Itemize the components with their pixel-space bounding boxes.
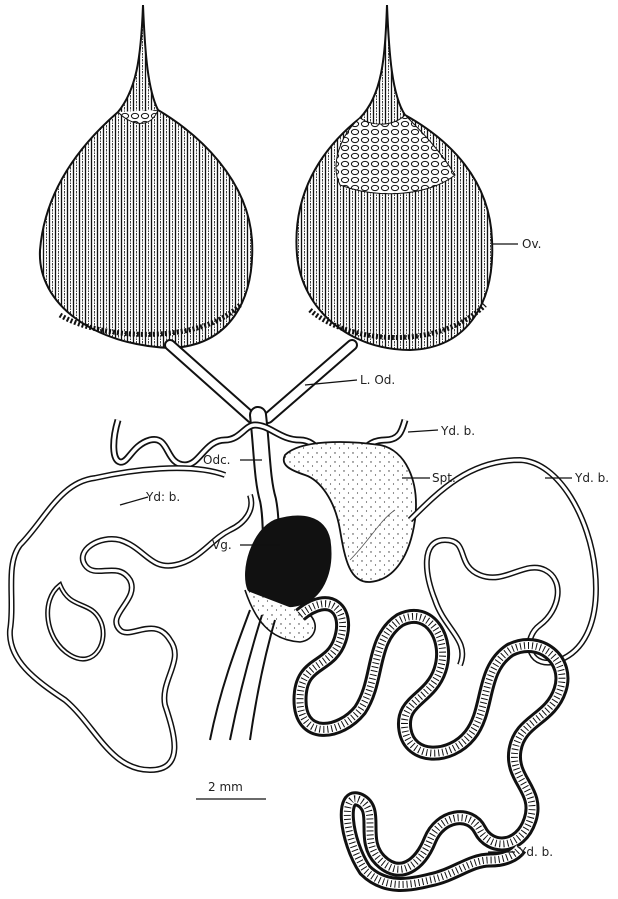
label-yolk-duct-right: Yd. b. (575, 471, 609, 485)
label-yolk-duct-bottom: Yd. b. (519, 845, 553, 859)
scale-bar-label: 2 mm (208, 780, 243, 794)
left-ovary (40, 5, 252, 348)
vagina (245, 516, 331, 642)
label-vagina: Vg. (212, 538, 232, 552)
label-yolk-duct-top: Yd. b. (441, 424, 475, 438)
label-yolk-duct-left: Yd: b. (146, 490, 180, 504)
right-ovary (296, 5, 492, 350)
yolk-duct-left-leader (120, 497, 148, 505)
label-ovary: Ov. (522, 237, 541, 251)
label-common-oviduct: Odc. (203, 453, 230, 467)
common-yolk-duct (300, 604, 562, 885)
yolk-duct-top-leader (408, 430, 438, 432)
left-yolk-duct (10, 468, 251, 770)
label-lateral-oviduct: L. Od. (360, 373, 395, 387)
label-spermatheca: Spt. (432, 471, 456, 485)
genital-ducts (210, 610, 275, 740)
